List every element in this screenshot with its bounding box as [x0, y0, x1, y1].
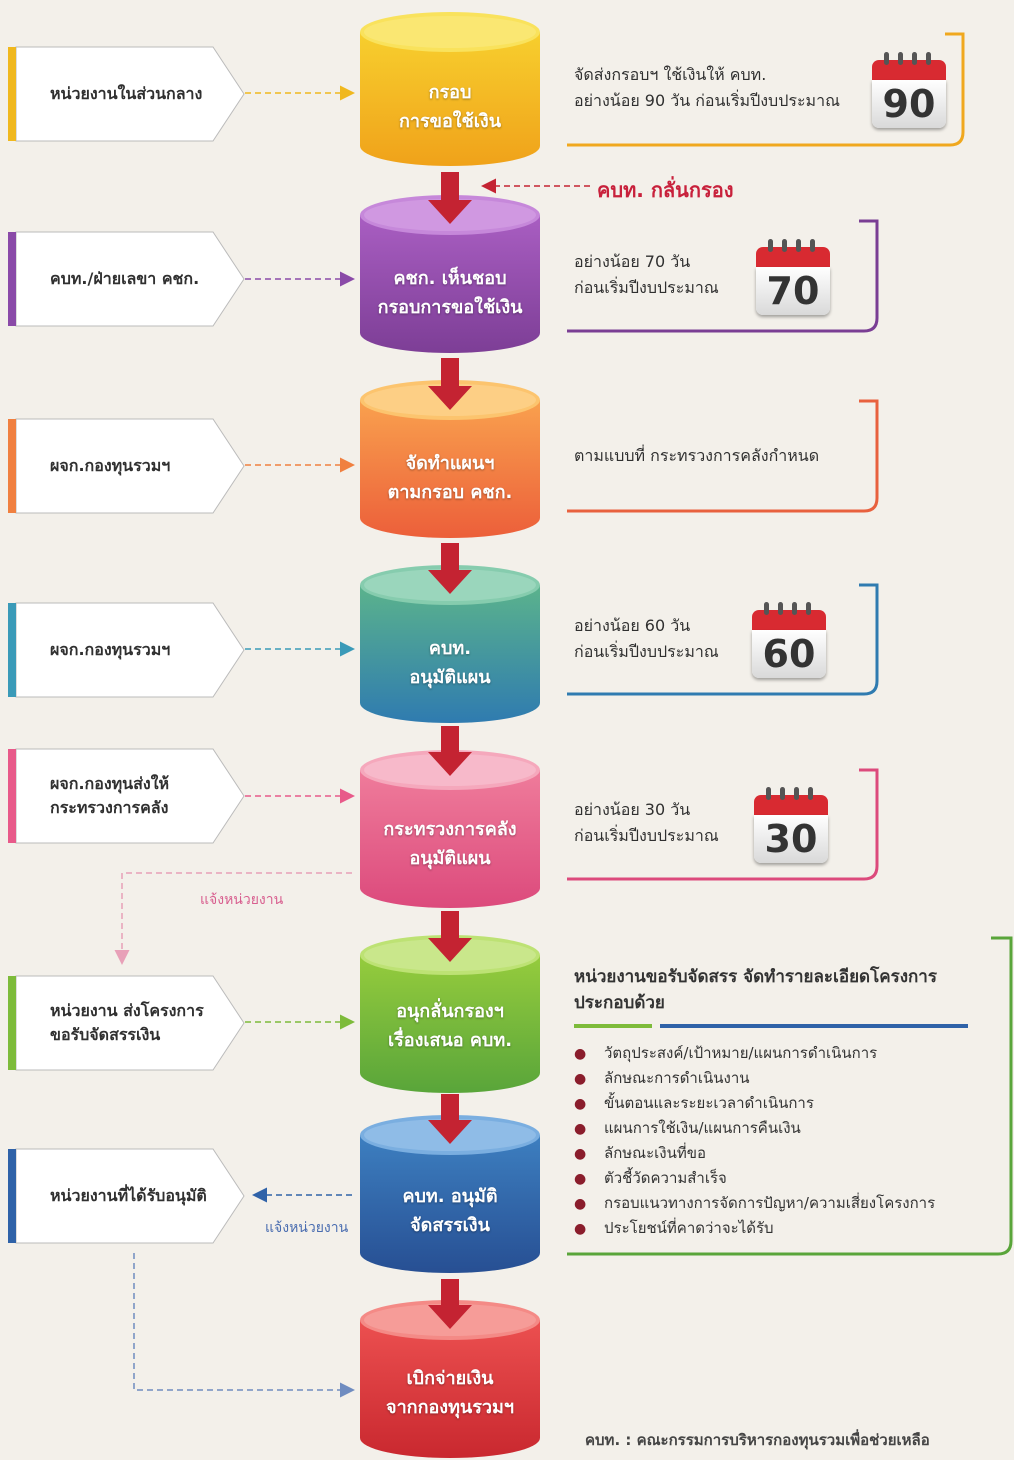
bullet-icon: ●: [574, 1071, 587, 1087]
cylinder-label-1: กรอบ การขอใช้เงิน: [398, 82, 502, 132]
cylinder-label-7: คบท. อนุมัติ จัดสรรเงิน: [402, 1186, 498, 1236]
list-item-text: วัตถุประสงค์/เป้าหมาย/แผนการดำเนินการ: [604, 1044, 878, 1062]
cylinder-label-6: อนุกลั่นกรองฯ เรื่องเสนอ คบท.: [387, 1001, 513, 1051]
right-note-1: จัดส่งกรอบฯ ใช้เงินให้ คบท. อย่างน้อย 90…: [574, 65, 840, 110]
right-note-5: อย่างน้อย 30 วัน ก่อนเริ่มปีงบประมาณ: [574, 800, 719, 845]
left-box-5: ผจก.กองทุนส่งให้ กระทรวงการคลัง: [8, 748, 246, 844]
left-box-label: ผจก.กองทุนรวมฯ: [50, 456, 171, 475]
right-note-2: อย่างน้อย 70 วัน ก่อนเริ่มปีงบประมาณ: [574, 252, 719, 297]
list-item: ● กรอบแนวทางการจัดการปัญหา/ความเสี่ยงโครง…: [574, 1191, 935, 1216]
left-box-label: ผจก.กองทุนรวมฯ: [50, 640, 171, 659]
bullet-icon: ●: [574, 1046, 587, 1062]
cylinder-label-2: คชก. เห็นชอบ กรอบการขอใช้เงิน: [377, 268, 523, 318]
list-item-text: ขั้นตอนและระยะเวลาดำเนินการ: [604, 1094, 814, 1112]
footnote: คบท. : คณะกรรมการบริหารกองทุนรวมเพื่อช่ว…: [585, 1431, 930, 1449]
requirements-title: หน่วยงานขอรับจัดสรร จัดทำรายละเอียดโครงก…: [574, 967, 937, 1013]
left-box-shape: [8, 231, 245, 327]
left-box-4: ผจก.กองทุนรวมฯ: [8, 602, 246, 698]
list-item: ● ตัวชี้วัดความสำเร็จ: [574, 1166, 935, 1191]
calendar-days: 70: [756, 267, 830, 315]
calendar-days: 60: [752, 630, 826, 678]
list-item-text: ลักษณะการดำเนินงาน: [604, 1069, 750, 1087]
cylinder-label-5: กระทรวงการคลัง อนุมัติแผน: [383, 819, 517, 869]
bullet-icon: ●: [574, 1146, 587, 1162]
left-box-shape: [8, 975, 245, 1071]
left-box-2: คบท./ฝ่ายเลขา คชก.: [8, 231, 246, 327]
bullet-icon: ●: [574, 1121, 587, 1137]
left-box-label: หน่วยงาน ส่งโครงการ ขอรับจัดสรรเงิน: [50, 1001, 204, 1044]
cylinder-8: [360, 1300, 540, 1458]
left-box-shape: [8, 46, 245, 142]
left-box-accent: [8, 47, 16, 141]
list-item-text: แผนการใช้เงิน/แผนการคืนเงิน: [604, 1119, 801, 1137]
left-box-7: หน่วยงานที่ได้รับอนุมัติ: [8, 1148, 246, 1244]
list-item-text: กรอบแนวทางการจัดการปัญหา/ความเสี่ยงโครงก…: [604, 1194, 936, 1212]
bullet-icon: ●: [574, 1171, 587, 1187]
left-box-shape: [8, 748, 245, 844]
list-item: ● ขั้นตอนและระยะเวลาดำเนินการ: [574, 1091, 935, 1116]
requirements-list: ● วัตถุประสงค์/เป้าหมาย/แผนการดำเนินการ ●…: [574, 1041, 935, 1241]
list-item: ● ลักษณะการดำเนินงาน: [574, 1066, 935, 1091]
list-item-text: ตัวชี้วัดความสำเร็จ: [604, 1169, 727, 1187]
cylinder-label-3: จัดทำแผนฯ ตามกรอบ คชก.: [387, 453, 513, 503]
requirements-divider: [574, 1024, 968, 1028]
bullet-icon: ●: [574, 1096, 587, 1112]
notify-unit-note: แจ้งหน่วยงาน: [200, 892, 284, 908]
right-note-4: อย่างน้อย 60 วัน ก่อนเริ่มปีงบประมาณ: [574, 616, 719, 661]
notify-unit-note: แจ้งหน่วยงาน: [265, 1220, 349, 1236]
list-item: ● แผนการใช้เงิน/แผนการคืนเงิน: [574, 1116, 935, 1141]
bullet-icon: ●: [574, 1221, 587, 1237]
list-item: ● วัตถุประสงค์/เป้าหมาย/แผนการดำเนินการ: [574, 1041, 935, 1066]
calendar-icon-60: 60: [752, 602, 826, 678]
screening-note: คบท. กลั่นกรอง: [597, 178, 734, 202]
left-box-label: คบท./ฝ่ายเลขา คชก.: [50, 269, 200, 288]
right-note-3: ตามแบบที่ กระทรวงการคลังกำหนด: [574, 446, 820, 465]
calendar-icon-70: 70: [756, 239, 830, 315]
left-box-1: หน่วยงานในส่วนกลาง: [8, 46, 246, 142]
left-box-shape: [8, 1148, 245, 1244]
left-box-6: หน่วยงาน ส่งโครงการ ขอรับจัดสรรเงิน: [8, 975, 246, 1071]
right-brackets: [567, 32, 1013, 1256]
left-box-3: ผจก.กองทุนรวมฯ: [8, 418, 246, 514]
list-item-text: ประโยชน์ที่คาดว่าจะได้รับ: [604, 1219, 774, 1237]
calendar-icon-90: 90: [872, 52, 946, 128]
cylinder-1: [360, 12, 540, 166]
calendar-icon-30: 30: [754, 787, 828, 863]
left-box-label: หน่วยงานในส่วนกลาง: [50, 84, 203, 103]
left-box-label: ผจก.กองทุนส่งให้ กระทรวงการคลัง: [50, 774, 170, 817]
flow-arrows: [428, 172, 472, 1329]
cylinder-label-8: เบิกจ่ายเงิน จากกองทุนรวมฯ: [386, 1368, 514, 1418]
cylinder-label-4: คบท. อนุมัติแผน: [409, 638, 491, 688]
bullet-icon: ●: [574, 1196, 587, 1212]
left-box-shape: [8, 418, 245, 514]
list-item-text: ลักษณะเงินที่ขอ: [604, 1144, 706, 1162]
calendar-days: 90: [872, 80, 946, 128]
calendar-days: 30: [754, 815, 828, 863]
left-box-label: หน่วยงานที่ได้รับอนุมัติ: [50, 1186, 207, 1205]
list-item: ● ลักษณะเงินที่ขอ: [574, 1141, 935, 1166]
left-box-shape: [8, 602, 245, 698]
left-connectors: [114, 85, 590, 1398]
list-item: ● ประโยชน์ที่คาดว่าจะได้รับ: [574, 1216, 935, 1241]
